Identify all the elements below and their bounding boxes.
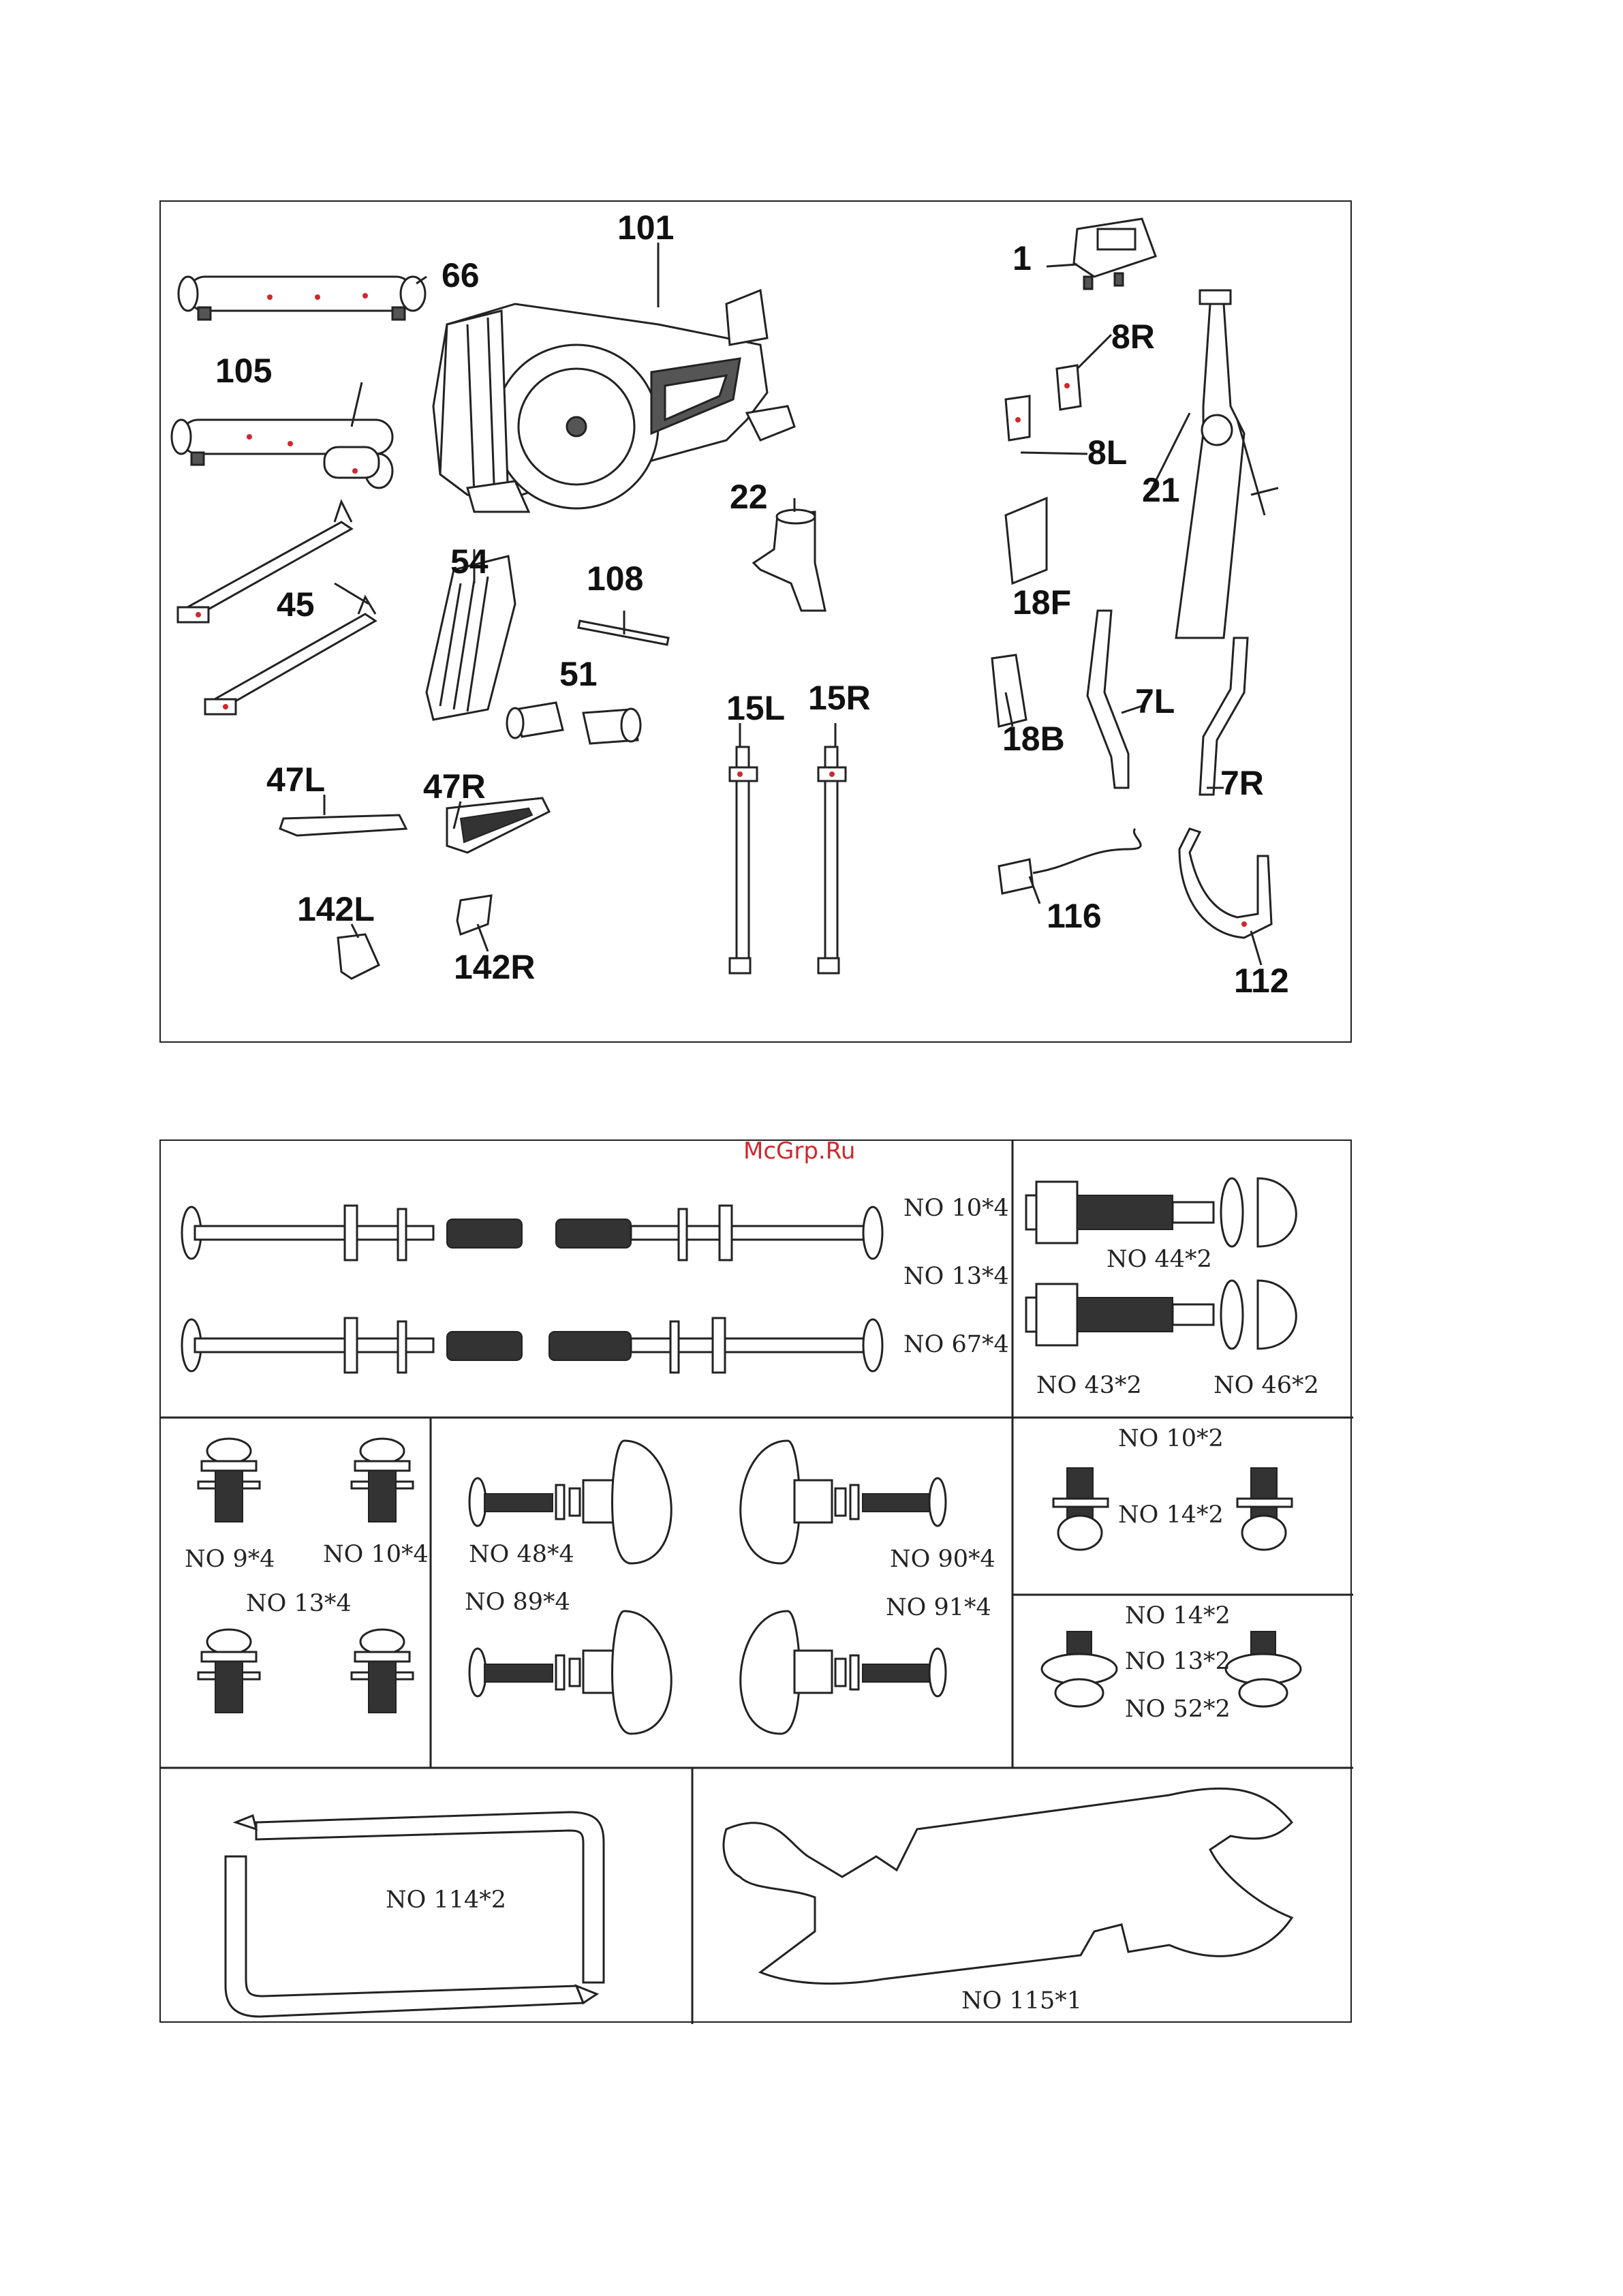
label-1: 1 xyxy=(1013,239,1032,277)
label-142L: 142L xyxy=(297,890,375,928)
label-15R: 15R xyxy=(808,679,871,717)
hw-screw-10: NO 10*4 xyxy=(323,1541,429,1568)
label-105: 105 xyxy=(215,352,272,390)
wrench xyxy=(724,1788,1292,1983)
part-112-handlebar xyxy=(1179,829,1271,938)
part-8-clamps xyxy=(1006,365,1081,440)
parts-panel: 66 101 1 8R 8L 21 105 22 18F 54 108 45 5… xyxy=(159,200,1352,1043)
hw-knob-90: NO 90*4 xyxy=(890,1546,995,1573)
label-116: 116 xyxy=(1047,897,1102,935)
label-7R: 7R xyxy=(1220,764,1264,802)
label-47R: 47R xyxy=(423,767,486,806)
label-18B: 18B xyxy=(1002,720,1065,758)
part-1-console xyxy=(1074,219,1156,289)
hw-sb-10: NO 10*2 xyxy=(1118,1425,1224,1452)
label-54: 54 xyxy=(450,542,489,581)
axle-bolts xyxy=(182,1206,882,1373)
label-7L: 7L xyxy=(1135,682,1175,720)
label-22: 22 xyxy=(730,478,768,516)
label-66: 66 xyxy=(442,256,480,294)
parts-diagram: 66 101 1 8R 8L 21 105 22 18F 54 108 45 5… xyxy=(161,202,1353,1044)
knob-bolts xyxy=(469,1441,946,1734)
hw-knob-91: NO 91*4 xyxy=(886,1594,991,1621)
part-66-tube xyxy=(179,277,425,320)
label-112: 112 xyxy=(1234,962,1289,1000)
hw-ws-52: NO 52*2 xyxy=(1125,1696,1231,1723)
hw-bolt-43: NO 43*2 xyxy=(1036,1372,1142,1399)
allen-keys xyxy=(226,1812,604,2017)
hw-axles-b: NO 13*4 xyxy=(903,1263,1009,1290)
grid-dividers xyxy=(161,1141,1353,2024)
label-15L: 15L xyxy=(726,689,785,727)
hw-knob-48: NO 48*4 xyxy=(469,1541,574,1568)
hw-axles-c: NO 67*4 xyxy=(903,1331,1009,1358)
label-51: 51 xyxy=(559,655,598,693)
hw-axles-a: NO 10*4 xyxy=(903,1195,1009,1222)
label-21: 21 xyxy=(1142,471,1180,509)
hw-wrench: NO 115*1 xyxy=(961,1987,1082,2015)
label-8R: 8R xyxy=(1111,318,1155,356)
hw-screw-13: NO 13*4 xyxy=(246,1590,352,1617)
label-101: 101 xyxy=(617,209,674,247)
hw-knob-89: NO 89*4 xyxy=(465,1589,570,1616)
hw-ws-14: NO 14*2 xyxy=(1125,1602,1231,1629)
part-54-cover xyxy=(427,556,515,720)
label-18F: 18F xyxy=(1013,583,1071,622)
part-51-sleeves xyxy=(507,703,640,744)
hw-screw-9: NO 9*4 xyxy=(185,1546,275,1573)
watermark: McGrp.Ru xyxy=(743,1141,855,1165)
hardware-diagram: NO 10*4 NO 13*4 NO 67*4 NO 44*2 NO 43*2 … xyxy=(161,1141,1353,2024)
part-116-adapter xyxy=(999,829,1141,893)
label-47L: 47L xyxy=(266,761,325,799)
hw-bolt-46: NO 46*2 xyxy=(1214,1372,1319,1399)
hardware-panel: NO 10*4 NO 13*4 NO 67*4 NO 44*2 NO 43*2 … xyxy=(159,1139,1352,2023)
hw-ws-13: NO 13*2 xyxy=(1125,1648,1231,1675)
hw-allen: NO 114*2 xyxy=(386,1886,506,1914)
part-15-poles xyxy=(730,747,846,973)
part-22-bracket xyxy=(754,510,825,611)
hw-bolt-44: NO 44*2 xyxy=(1107,1246,1212,1273)
label-45: 45 xyxy=(277,585,315,624)
label-8L: 8L xyxy=(1087,433,1127,472)
small-screws xyxy=(198,1439,413,1713)
label-108: 108 xyxy=(587,560,643,598)
hw-sb-14: NO 14*2 xyxy=(1118,1501,1224,1529)
part-105-tube xyxy=(172,420,392,488)
part-47-pedals xyxy=(280,798,549,853)
part-21-post xyxy=(1149,290,1265,638)
label-142R: 142R xyxy=(454,948,536,986)
